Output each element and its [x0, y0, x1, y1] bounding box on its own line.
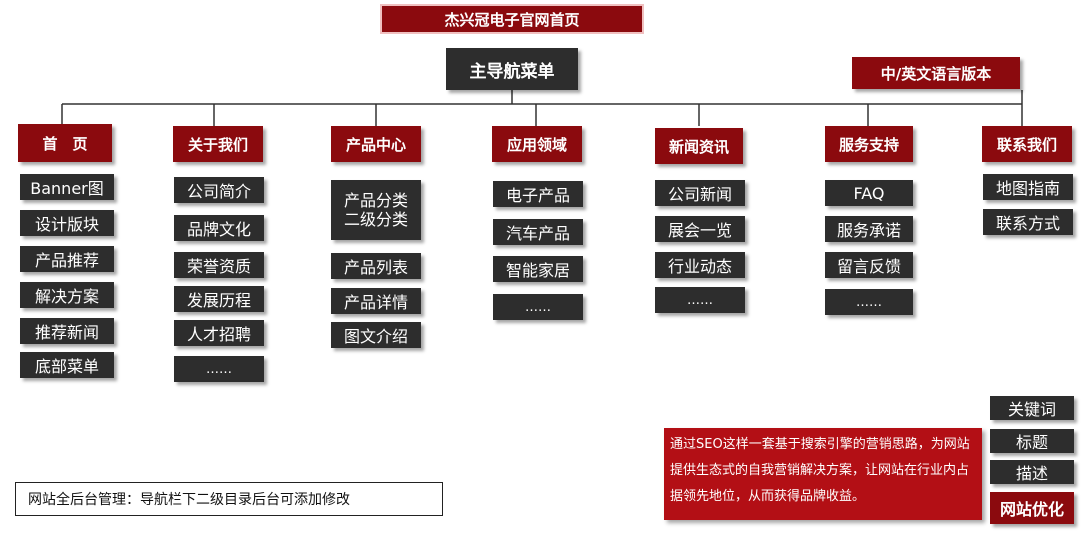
backend-management-note: 网站全后台管理：导航栏下二级目录后台可添加修改 [15, 482, 443, 516]
list-item: …… [655, 287, 745, 313]
column-header-home: 首 页 [18, 124, 112, 162]
list-item-line: 产品分类 [343, 191, 408, 210]
list-item: 发展历程 [174, 286, 264, 312]
list-item: 荣誉资质 [174, 252, 264, 278]
language-version-box: 中/英文语言版本 [852, 57, 1020, 89]
list-item: 品牌文化 [174, 215, 264, 241]
list-item: 设计版块 [20, 210, 114, 236]
list-item: 智能家居 [493, 256, 583, 282]
column-header-products: 产品中心 [331, 126, 421, 162]
seo-optimization-box: 网站优化 [990, 492, 1074, 524]
list-item: Banner图 [20, 174, 114, 200]
list-item: 联系方式 [983, 209, 1073, 235]
main-nav-box: 主导航菜单 [446, 48, 578, 90]
column-header-contact: 联系我们 [982, 126, 1072, 162]
list-item: …… [174, 356, 264, 382]
list-item-line: 二级分类 [343, 210, 408, 229]
list-item: 人才招聘 [174, 320, 264, 346]
column-header-about: 关于我们 [173, 126, 263, 162]
list-item: 解决方案 [20, 282, 114, 308]
list-item: 产品列表 [331, 253, 421, 279]
list-item: 留言反馈 [825, 252, 913, 278]
list-item: 公司新闻 [655, 180, 745, 206]
list-item: …… [493, 294, 583, 320]
column-header-news: 新闻资讯 [655, 128, 743, 164]
seo-keywords-box: 关键词 [990, 396, 1074, 420]
list-item: 行业动态 [655, 252, 745, 278]
list-item: 展会一览 [655, 216, 745, 242]
list-item: FAQ [825, 180, 913, 206]
list-item: 产品详情 [331, 288, 421, 314]
list-item: 产品分类 二级分类 [331, 180, 421, 240]
list-item: 汽车产品 [493, 219, 583, 245]
seo-title-box: 标题 [990, 429, 1074, 453]
list-item: 图文介绍 [331, 322, 421, 348]
column-header-service: 服务支持 [825, 126, 913, 162]
list-item: 产品推荐 [20, 246, 114, 272]
list-item: 底部菜单 [20, 352, 114, 378]
column-header-applications: 应用领域 [492, 126, 582, 162]
seo-description: 通过SEO这样一套基于搜索引擎的营销思路，为网站提供生态式的自我营销解决方案，让… [664, 428, 982, 520]
list-item: 电子产品 [493, 181, 583, 207]
list-item: 公司简介 [174, 177, 264, 203]
list-item: 地图指南 [983, 174, 1073, 200]
list-item: 服务承诺 [825, 216, 913, 242]
list-item: …… [825, 289, 913, 315]
site-title: 杰兴冠电子官网首页 [380, 4, 644, 34]
seo-description-box: 描述 [990, 460, 1074, 484]
list-item: 推荐新闻 [20, 318, 114, 344]
